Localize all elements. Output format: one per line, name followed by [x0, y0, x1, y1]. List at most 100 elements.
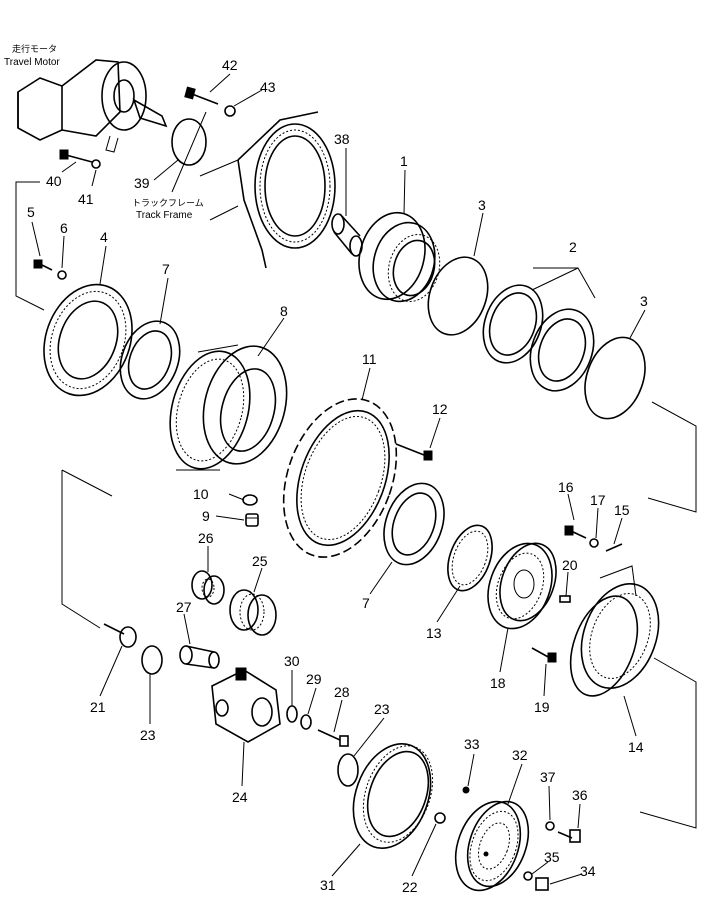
- part-label: 37: [540, 769, 556, 785]
- part-label: 16: [558, 479, 574, 495]
- part-label: 18: [490, 675, 506, 691]
- part-label: 39: [134, 175, 150, 191]
- part-label: 23: [140, 727, 156, 743]
- part-label: 23: [374, 701, 390, 717]
- part-label: 31: [320, 877, 336, 893]
- part-24-carrier: [211, 667, 281, 743]
- part-label: 19: [534, 699, 550, 715]
- part-label: 15: [614, 502, 630, 518]
- part-5-bolt: [33, 259, 53, 271]
- part-label: 43: [260, 79, 276, 95]
- leader-lines: [15, 73, 697, 885]
- part-9-plug: [245, 513, 259, 527]
- part-label: 40: [46, 173, 62, 189]
- part-13-shim: [447, 524, 493, 592]
- part-6-washer: [57, 270, 67, 280]
- part-42-bolt: [184, 86, 219, 105]
- part-label: 34: [580, 863, 596, 879]
- part-35-washer: [523, 871, 533, 881]
- part-41-washer: [91, 159, 101, 169]
- part-label: 8: [280, 303, 288, 319]
- part-label: 38: [334, 131, 350, 147]
- part-8-hub: [169, 344, 288, 471]
- part-3-o-ring-lower: [584, 336, 646, 420]
- part-label: 17: [590, 492, 606, 508]
- part-32-gear: [454, 800, 530, 892]
- part-28-bolt: [317, 729, 349, 747]
- part-label: 41: [78, 191, 94, 207]
- part-label: 5: [27, 204, 35, 220]
- part-3-o-ring-upper: [427, 256, 489, 336]
- part-33-ball: [462, 786, 470, 794]
- track-frame: [199, 111, 336, 269]
- part-label: 11: [362, 351, 377, 367]
- part-23-washer-right: [337, 753, 359, 787]
- part-30-spacer: [286, 705, 298, 723]
- part-label: 42: [222, 57, 238, 73]
- part-25-planet-gear: [229, 589, 277, 636]
- part-label: 13: [426, 625, 442, 641]
- part-label: 2: [569, 239, 577, 255]
- part-label: 30: [284, 653, 300, 669]
- part-17-washer: [589, 538, 599, 548]
- part-label: 14: [628, 739, 644, 755]
- part-11-sprocket: [282, 398, 398, 558]
- part-36-bolt: [557, 829, 581, 843]
- callout-labels: 走行モータ Travel Motor トラックフレーム Track Frame …: [4, 43, 648, 895]
- part-label: 32: [512, 747, 528, 763]
- part-label: 9: [202, 508, 210, 524]
- part-label: 20: [562, 557, 578, 573]
- part-10-ring: [242, 494, 258, 506]
- part-label: 3: [640, 293, 648, 309]
- part-label: 26: [198, 530, 214, 546]
- part-23-washer-left: [141, 645, 163, 675]
- part-label: 33: [464, 736, 480, 752]
- track-frame-en-label: Track Frame: [136, 210, 193, 221]
- part-37-washer: [545, 821, 555, 831]
- part-label: 3: [478, 197, 486, 213]
- part-31-ring-gear: [352, 742, 434, 850]
- part-label: 4: [100, 229, 108, 245]
- part-label: 7: [362, 595, 370, 611]
- part-label: 36: [572, 787, 588, 803]
- part-39-o-ring: [171, 118, 207, 166]
- part-34-bolt: [535, 877, 549, 891]
- part-2-floating-seal: [482, 284, 595, 392]
- part-14-ring-gear: [569, 582, 660, 697]
- part-18-cover: [487, 542, 557, 630]
- part-label: 27: [176, 599, 192, 615]
- part-15-pin: [605, 543, 623, 552]
- part-4-ring: [43, 283, 133, 397]
- part-label: 7: [162, 261, 170, 277]
- part-27-shaft: [179, 645, 220, 669]
- part-label: 22: [402, 879, 418, 895]
- part-16-bolt: [564, 525, 587, 539]
- part-1-housing: [358, 211, 441, 303]
- part-12-bolt: [395, 443, 433, 461]
- part-label: 12: [432, 401, 448, 417]
- part-label: 29: [306, 671, 322, 687]
- part-38-sleeve: [331, 213, 363, 257]
- travel-motor: [17, 59, 168, 153]
- part-40-bolt: [59, 149, 93, 163]
- part-22-ball: [434, 812, 446, 824]
- part-29-washer: [300, 714, 312, 730]
- part-21-bolt: [103, 623, 137, 648]
- part-label: 25: [252, 553, 268, 569]
- part-label: 1: [400, 153, 408, 169]
- part-label: 35: [544, 849, 560, 865]
- part-19-bolt: [531, 647, 557, 663]
- part-20-pin: [559, 595, 571, 603]
- track-frame-jp-label: トラックフレーム: [132, 198, 204, 209]
- part-label: 10: [193, 486, 209, 502]
- part-7-seal-upper: [119, 320, 181, 400]
- travel-motor-en-label: Travel Motor: [4, 57, 60, 68]
- part-label: 6: [60, 220, 68, 236]
- part-43-washer: [224, 105, 236, 117]
- travel-motor-jp-label: 走行モータ: [12, 43, 57, 55]
- part-7-seal-lower: [383, 482, 445, 566]
- part-label: 21: [90, 699, 106, 715]
- part-label: 24: [232, 789, 248, 805]
- part-label: 28: [334, 684, 350, 700]
